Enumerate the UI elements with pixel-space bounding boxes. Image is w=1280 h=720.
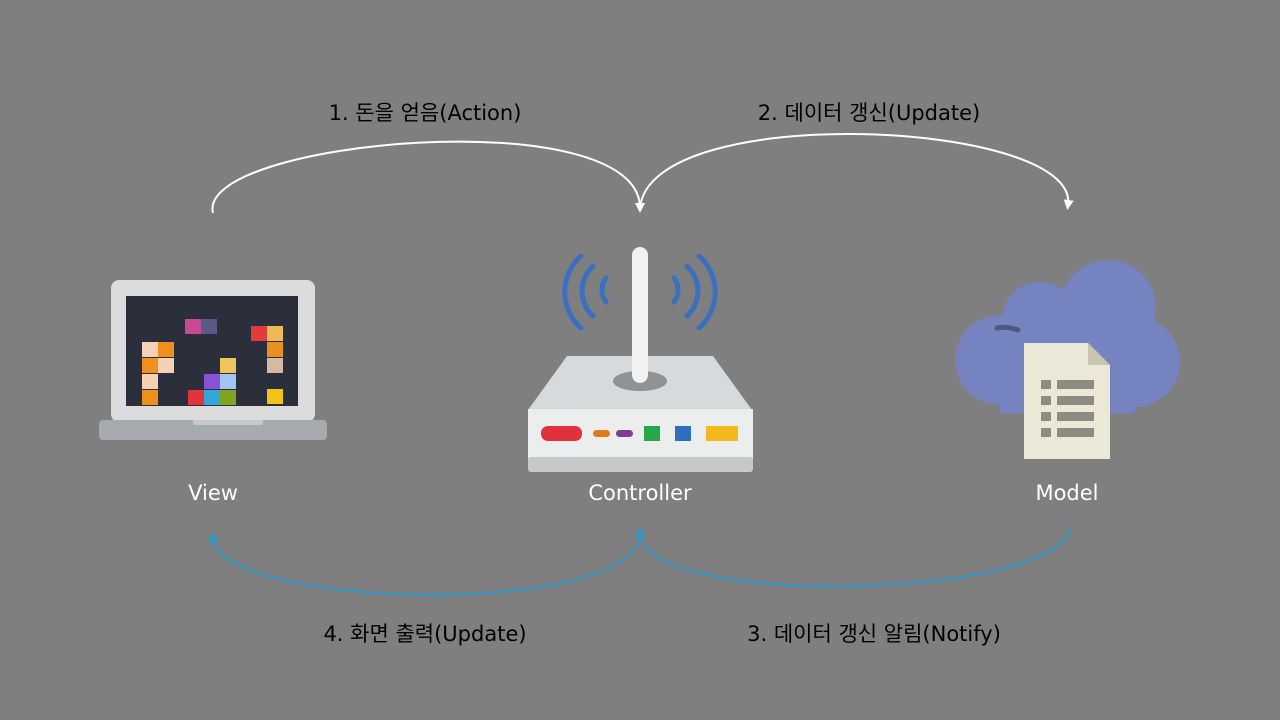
model-label: Model — [1035, 481, 1099, 505]
router-icon — [528, 247, 753, 472]
cloud-document-icon — [955, 260, 1180, 459]
step-3-label: 3. 데이터 갱신 알림(Notify) — [747, 622, 1001, 646]
arrow-controller-to-view — [208, 531, 641, 596]
step-4-label: 4. 화면 출력(Update) — [323, 622, 527, 646]
step-1-label: 1. 돈을 얻음(Action) — [328, 101, 522, 125]
view-label: View — [188, 481, 238, 505]
laptop-icon — [99, 280, 327, 440]
step-2-label: 2. 데이터 갱신(Update) — [757, 101, 981, 125]
arrow-view-to-controller — [211, 140, 645, 214]
controller-label: Controller — [588, 481, 692, 505]
arrow-model-to-controller — [635, 526, 1071, 588]
arrow-controller-to-model — [639, 132, 1074, 210]
